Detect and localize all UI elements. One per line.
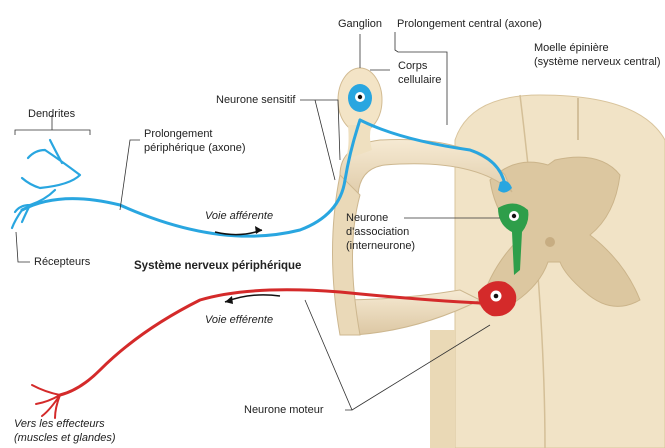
sensory-cell-body: [348, 84, 372, 112]
pns-label: Système nerveux périphérique: [134, 260, 301, 273]
cell-body-label-2: cellulaire: [398, 74, 441, 87]
afferent-arrow: [215, 230, 262, 235]
interneuron-label-1: Neurone: [346, 212, 388, 225]
effectors-label-1: Vers les effecteurs: [14, 418, 105, 431]
central-canal: [545, 237, 555, 247]
spinal-nerve: [333, 175, 361, 335]
spinal-cord-label-1: Moelle épinière: [534, 42, 609, 55]
effectors-label-2: (muscles et glandes): [14, 432, 116, 445]
cell-body-label-1: Corps: [398, 60, 427, 73]
peripheral-process-label-1: Prolongement: [144, 128, 213, 141]
afferent-arrowhead: [255, 226, 262, 234]
interneuron-label-2: d'association: [346, 226, 409, 239]
interneuron-label-3: (interneurone): [346, 240, 415, 253]
peripheral-process-label-2: périphérique (axone): [144, 142, 246, 155]
motor-neuron-label: Neurone moteur: [244, 404, 324, 417]
dendrites-label: Dendrites: [28, 108, 75, 121]
afferent-label: Voie afférente: [205, 210, 273, 223]
receptors-label: Récepteurs: [34, 256, 90, 269]
efferent-arrowhead: [225, 296, 233, 304]
sensory-neuron-label: Neurone sensitif: [216, 94, 296, 107]
central-process-label: Prolongement central (axone): [397, 18, 542, 31]
efferent-label: Voie efférente: [205, 314, 273, 327]
ganglion-label: Ganglion: [338, 18, 382, 31]
spinal-cord-label-2: (système nerveux central): [534, 56, 661, 69]
efferent-arrow: [225, 295, 280, 302]
